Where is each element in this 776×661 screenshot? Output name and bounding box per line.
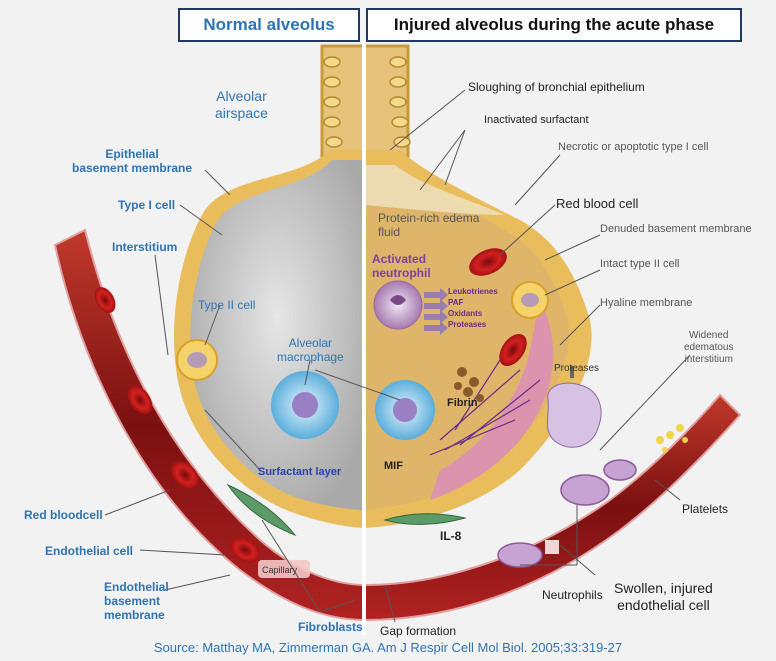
label-fibrin: Fibrin bbox=[447, 396, 478, 410]
label-red-blood-cell: Red blood cell bbox=[556, 197, 638, 211]
header-injured: Injured alveolus during the acute phase bbox=[366, 8, 742, 42]
label-surfactant-layer: Surfactant layer bbox=[258, 465, 341, 479]
label-proteases-inner: Proteases bbox=[448, 318, 486, 332]
header-normal: Normal alveolus bbox=[178, 8, 360, 42]
label-capillary: Capillary bbox=[262, 563, 297, 577]
label-fibroblasts: Fibroblasts bbox=[298, 620, 363, 634]
label-mif: MIF bbox=[384, 459, 403, 473]
label-type1-cell: Type I cell bbox=[118, 198, 175, 212]
label-endothelial-cell: Endothelial cell bbox=[45, 544, 133, 558]
label-activated-neutrophil: Activated neutrophil bbox=[372, 252, 431, 280]
label-interstitium: Interstitium bbox=[112, 240, 177, 254]
label-sloughing: Sloughing of bronchial epithelium bbox=[468, 80, 645, 94]
alveolus-sac bbox=[174, 150, 592, 528]
label-denuded: Denuded basement membrane bbox=[600, 222, 752, 236]
label-epithelial-bm: Epithelial basement membrane bbox=[72, 147, 192, 175]
label-platelets: Platelets bbox=[682, 502, 728, 516]
label-neutrophils: Neutrophils bbox=[542, 588, 603, 602]
macrophage-left bbox=[271, 371, 339, 439]
label-intact-type2: Intact type II cell bbox=[600, 257, 679, 271]
label-protein-edema: Protein-rich edema fluid bbox=[378, 211, 479, 239]
label-proteases: Proteases bbox=[554, 362, 599, 376]
source-citation: Source: Matthay MA, Zimmerman GA. Am J R… bbox=[0, 640, 776, 655]
label-widened: Widened edematous interstitium bbox=[684, 330, 733, 366]
label-il8: IL-8 bbox=[440, 529, 461, 543]
type2-cell-right bbox=[512, 282, 548, 318]
label-endothelial-bm: Endothelial basement membrane bbox=[104, 580, 169, 622]
label-alveolar-macrophage: Alveolar macrophage bbox=[277, 336, 344, 364]
label-gap-formation: Gap formation bbox=[380, 624, 456, 638]
label-swollen: Swollen, injured endothelial cell bbox=[614, 580, 713, 614]
label-alveolar-airspace: Alveolar airspace bbox=[215, 88, 268, 122]
label-type2-cell: Type II cell bbox=[198, 298, 255, 312]
label-inactivated-surfactant: Inactivated surfactant bbox=[484, 113, 589, 127]
label-hyaline: Hyaline membrane bbox=[600, 296, 692, 310]
macrophage-right bbox=[375, 380, 435, 440]
label-necrotic: Necrotic or apoptotic type I cell bbox=[558, 140, 708, 154]
label-red-bloodcell: Red bloodcell bbox=[24, 508, 103, 522]
type2-cell-left bbox=[177, 340, 217, 380]
